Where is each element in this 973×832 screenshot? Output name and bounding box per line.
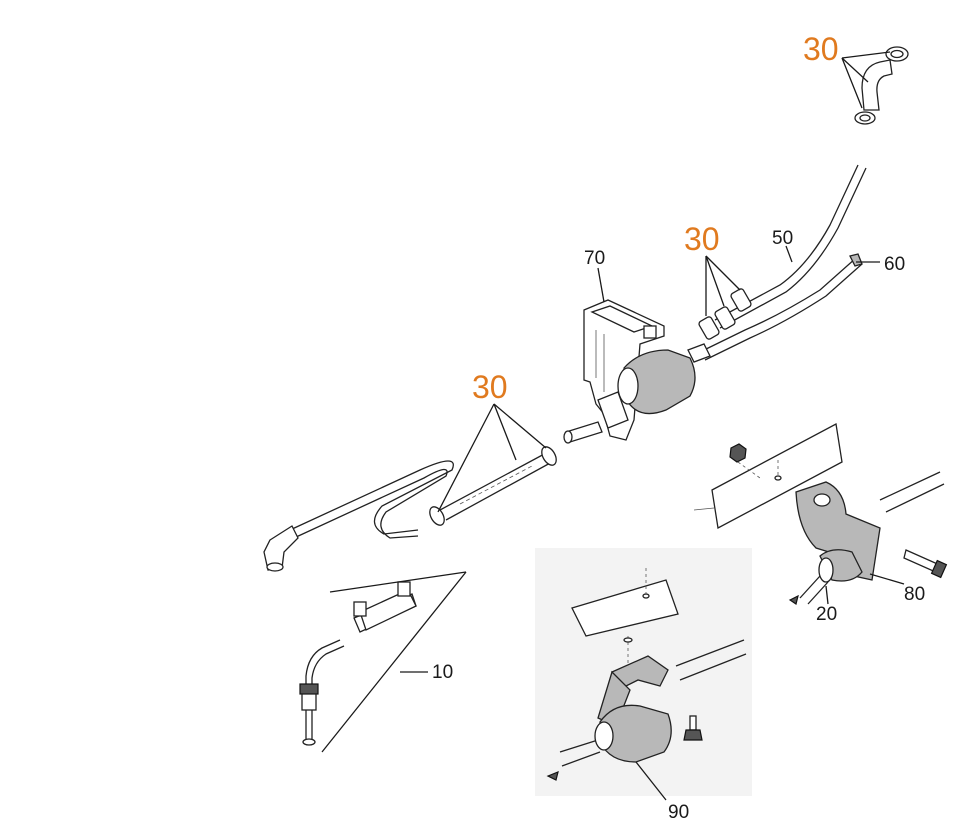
leader-20 — [825, 585, 829, 605]
elbow-hose-top — [854, 46, 909, 125]
callout-30-mid: 30 — [684, 221, 720, 257]
callout-30-top: 30 — [803, 31, 839, 67]
callout-30-left: 30 — [472, 369, 508, 405]
callout-60: 60 — [884, 254, 905, 275]
hose-50 — [714, 164, 867, 329]
leader-50 — [785, 245, 793, 263]
callout-10: 10 — [432, 662, 453, 683]
fuel-pickup-10 — [299, 571, 467, 753]
callout-20: 20 — [816, 604, 837, 625]
filter-mount-assembly-20-80 — [693, 422, 948, 605]
leader-70 — [597, 267, 605, 303]
callout-80: 80 — [904, 584, 925, 605]
leader-80 — [869, 573, 905, 585]
leader-30-left — [437, 403, 547, 513]
callout-70: 70 — [584, 248, 605, 269]
fuel-filter-assembly-70 — [563, 299, 711, 444]
callout-50: 50 — [772, 228, 793, 249]
leader-90 — [635, 761, 667, 801]
callout-90: 90 — [668, 802, 689, 823]
fuel-hose-left — [263, 446, 557, 572]
leader-30-top — [841, 51, 891, 109]
hose-clamps-mid — [698, 288, 752, 340]
leader-30-mid — [705, 255, 741, 316]
hose-60 — [699, 253, 863, 361]
filter-bracket-detail-90 — [546, 568, 747, 781]
